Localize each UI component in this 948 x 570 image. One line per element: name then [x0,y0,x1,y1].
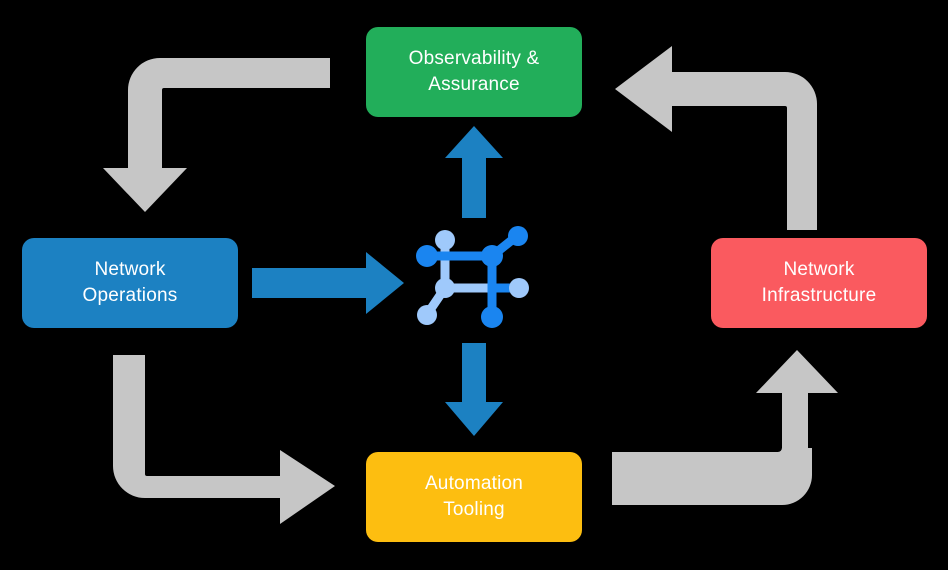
node-observability-assurance[interactable]: Observability & Assurance [366,27,582,117]
connector-infrastructure-to-observability [615,46,817,230]
connector-operations-to-automation [113,355,335,524]
node-network-operations[interactable]: Network Operations [22,238,238,328]
node-automation-tooling[interactable]: Automation Tooling [366,452,582,542]
node-label: Network Operations [82,259,178,306]
node-label: Network Infrastructure [761,259,877,306]
topology-light-nodes [417,230,529,325]
connector-observability-to-operations [103,58,330,212]
connector-automation-to-infrastructure [612,350,838,505]
topology-dark-nodes [416,226,528,328]
network-topology-icon [416,226,529,328]
node-label: Observability & Assurance [408,48,540,95]
connector-center-to-automation [445,343,503,436]
node-network-infrastructure[interactable]: Network Infrastructure [711,238,927,328]
node-label: Automation Tooling [424,473,524,520]
connector-operations-to-center [252,252,404,314]
connector-center-to-observability [445,126,503,218]
